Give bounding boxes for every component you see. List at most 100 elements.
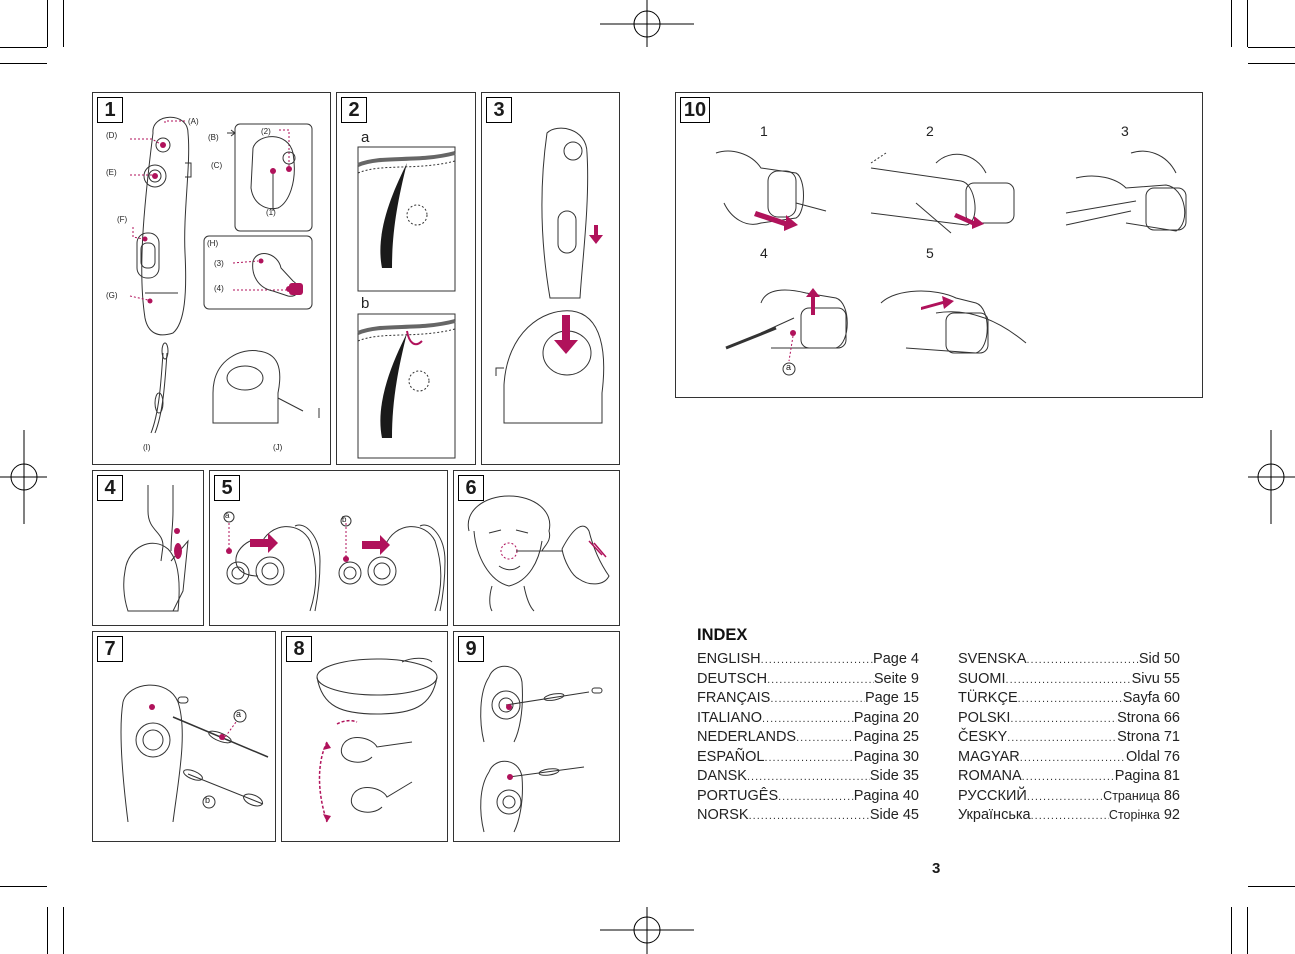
index-title: INDEX bbox=[697, 626, 748, 644]
index-entry[interactable]: Українська Сторінка 92 bbox=[958, 807, 1180, 827]
page-word: Страница bbox=[1103, 788, 1160, 803]
leader-dots bbox=[796, 732, 854, 744]
figure-number: 1 bbox=[97, 97, 123, 123]
callout-4: (4) bbox=[214, 284, 224, 293]
index-entry[interactable]: SVENSKA Sid 50 bbox=[958, 651, 1180, 671]
callout-2: (2) bbox=[261, 127, 271, 136]
page-ref: Side 45 bbox=[869, 807, 919, 823]
page-ref: Сторінка 92 bbox=[1109, 807, 1180, 823]
leader-dots bbox=[1006, 674, 1132, 686]
index-entry[interactable]: NEDERLANDS Pagina 25 bbox=[697, 729, 919, 749]
index-entry[interactable]: POLSKIStrona 66 bbox=[958, 710, 1180, 730]
page-ref: Page 15 bbox=[864, 690, 919, 706]
figure-1: 1 bbox=[92, 92, 331, 465]
index-entry[interactable]: SUOMISivu 55 bbox=[958, 671, 1180, 691]
figure-5: 5 a b bbox=[209, 470, 448, 626]
figure-3: 3 bbox=[481, 92, 620, 465]
washing-illustration bbox=[316, 657, 438, 823]
leader-dots bbox=[761, 654, 873, 666]
callout-1: (1) bbox=[266, 208, 276, 217]
figure-number: 6 bbox=[458, 475, 484, 501]
index-entry[interactable]: РУССКИЙСтраница 86 bbox=[958, 788, 1180, 808]
figure-10: 10 1 2 3 4 5 bbox=[675, 92, 1203, 398]
page-ref: Pagina 40 bbox=[853, 787, 919, 804]
index-entry[interactable]: DEUTSCHSeite 9 bbox=[697, 671, 919, 691]
leader-dots bbox=[749, 810, 870, 822]
index-entry[interactable]: MAGYAR Oldal 76 bbox=[958, 749, 1180, 769]
index-entry[interactable]: NORSK Side 45 bbox=[697, 807, 919, 827]
language-name: ROMANA bbox=[958, 768, 1022, 784]
index-entry[interactable]: ČESKYStrona 71 bbox=[958, 729, 1180, 749]
crop-mark bbox=[1231, 907, 1232, 954]
index-entry[interactable]: FRANÇAISPage 15 bbox=[697, 690, 919, 710]
index-list-right: SVENSKA Sid 50 SUOMISivu 55 TÜRKÇE Sayfa… bbox=[958, 651, 1180, 827]
crop-mark bbox=[1248, 63, 1295, 64]
index-entry[interactable]: DANSK Side 35 bbox=[697, 768, 919, 788]
language-name: ITALIANO bbox=[697, 709, 762, 726]
callout-d: (D) bbox=[106, 131, 118, 140]
attach-head-illustration bbox=[123, 485, 189, 612]
mark-a: a bbox=[225, 511, 230, 520]
language-name: ENGLISH bbox=[697, 651, 761, 667]
callout-3: (3) bbox=[214, 259, 224, 268]
language-name: DANSK bbox=[697, 768, 747, 784]
leader-dots bbox=[1010, 713, 1117, 725]
sub-label-a: a bbox=[361, 129, 370, 146]
figure-number: 2 bbox=[341, 97, 367, 123]
crop-mark bbox=[47, 0, 48, 47]
page-number: 3 bbox=[932, 860, 941, 877]
figure-number: 7 bbox=[97, 636, 123, 662]
leader-dots bbox=[762, 713, 854, 725]
figure-number: 10 bbox=[680, 97, 710, 123]
callout-g: (G) bbox=[106, 291, 118, 300]
step-2: 2 bbox=[926, 123, 934, 139]
language-name: SVENSKA bbox=[958, 651, 1027, 667]
leader-dots bbox=[764, 752, 853, 764]
epilator-parts-illustration bbox=[129, 116, 320, 434]
callout-e: (E) bbox=[106, 168, 117, 177]
crop-mark bbox=[0, 886, 47, 887]
crop-mark bbox=[47, 907, 48, 954]
crop-mark bbox=[1247, 0, 1248, 47]
mark-a: a bbox=[786, 362, 792, 372]
index-entry[interactable]: TÜRKÇE Sayfa 60 bbox=[958, 690, 1180, 710]
index-entry[interactable]: ESPAÑOL Pagina 30 bbox=[697, 749, 919, 769]
index-entry[interactable]: PORTUGÊS Pagina 40 bbox=[697, 788, 919, 808]
crop-mark bbox=[63, 0, 64, 47]
step-3: 3 bbox=[1121, 123, 1129, 139]
page-ref: Pagina 30 bbox=[853, 748, 919, 765]
page-ref: Side 35 bbox=[869, 768, 919, 784]
cap-change-illustration bbox=[223, 511, 446, 612]
figure-9: 9 bbox=[453, 631, 620, 842]
figure-8: 8 bbox=[281, 631, 448, 842]
index-entry[interactable]: ROMANA Pagina 81 bbox=[958, 768, 1180, 788]
leader-dots bbox=[1022, 771, 1115, 783]
language-name: MAGYAR bbox=[958, 748, 1020, 765]
language-name: NORSK bbox=[697, 807, 749, 823]
figure-6: 6 bbox=[453, 470, 620, 626]
leader-dots bbox=[1027, 654, 1139, 666]
page-ref: Oldal 76 bbox=[1125, 748, 1180, 765]
sub-label-b: b bbox=[361, 295, 370, 312]
page-ref: Page 4 bbox=[873, 651, 919, 667]
page-number: 92 bbox=[1159, 807, 1180, 823]
index-entry[interactable]: ITALIANOPagina 20 bbox=[697, 710, 919, 730]
language-name: Українська bbox=[958, 807, 1031, 823]
face-nose-illustration bbox=[467, 495, 610, 612]
language-name: NEDERLANDS bbox=[697, 729, 797, 745]
index-entry[interactable]: ENGLISH Page 4 bbox=[697, 651, 919, 671]
page-ref: Seite 9 bbox=[873, 670, 919, 687]
leader-dots bbox=[1027, 791, 1103, 803]
crop-mark bbox=[1248, 47, 1295, 48]
page-word: Сторінка bbox=[1108, 808, 1160, 822]
callout-j: (J) bbox=[273, 443, 283, 452]
figure-number: 8 bbox=[286, 636, 312, 662]
mark-b: b bbox=[342, 515, 347, 524]
step-5: 5 bbox=[926, 245, 934, 261]
page-ref: Pagina 25 bbox=[853, 729, 919, 745]
mark-a: a bbox=[236, 709, 242, 719]
brush-cleaning-head-illustration bbox=[480, 665, 603, 833]
page-ref: Strona 66 bbox=[1117, 709, 1180, 726]
callout-h: (H) bbox=[207, 239, 219, 248]
figure-number: 4 bbox=[97, 475, 123, 501]
